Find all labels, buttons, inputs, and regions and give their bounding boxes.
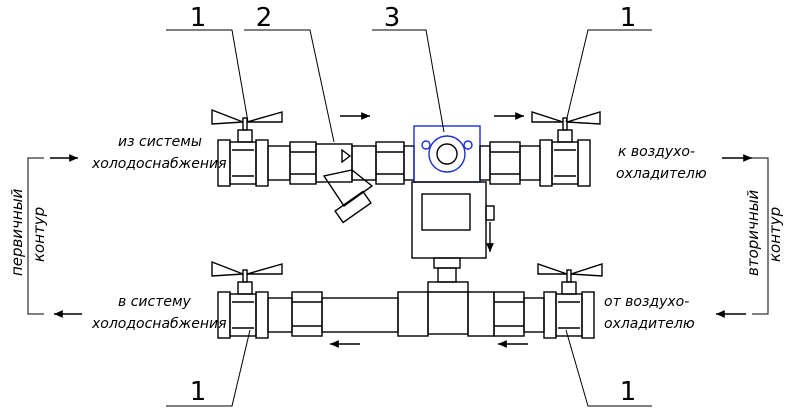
- pump-to-bypass-connector: [433, 257, 461, 283]
- label-to-system-2: холодоснабжения: [91, 316, 227, 332]
- leader-lines: [166, 29, 652, 407]
- flow-labels: из системы холодоснабжения в систему хол…: [8, 134, 784, 332]
- label-to-cooler-1: к воздухо-: [618, 144, 695, 160]
- label-to-cooler-2: охладителю: [616, 166, 707, 182]
- circuit-brackets: [27, 157, 769, 315]
- callout-valve-bottom-right: 1: [620, 377, 637, 407]
- callout-valve-top-right: 1: [620, 3, 637, 33]
- ball-valve-top-right: [531, 111, 601, 187]
- bypass-pipe: [321, 297, 399, 333]
- callout-valve-bottom-left: 1: [190, 377, 207, 407]
- nut-hex-top-left: [289, 141, 317, 185]
- label-primary-2: контур: [30, 207, 48, 262]
- union-nut-bottom-left: [267, 297, 293, 333]
- label-from-cooler-2: охладителю: [604, 316, 695, 332]
- top-pipe-line: [211, 108, 601, 259]
- nut-hex-top-right: [489, 141, 521, 185]
- pump-motor: [411, 181, 495, 259]
- tee-fitting: [397, 281, 495, 337]
- union-nut-top-right: [519, 145, 541, 181]
- y-strainer: [315, 143, 374, 224]
- ball-valve-bottom-right: [537, 263, 603, 339]
- label-from-system-1: из системы: [118, 134, 202, 150]
- label-to-system-1: в систему: [118, 294, 192, 310]
- callout-numbers: 1 2 3 1 1 1: [190, 3, 637, 407]
- primary-bracket: [27, 157, 44, 315]
- callout-strainer: 2: [256, 3, 273, 33]
- strainer-outlet: [351, 145, 377, 181]
- nut-hex-top-mid: [375, 141, 405, 185]
- secondary-bracket: [752, 157, 769, 315]
- label-primary-1: первичный: [8, 188, 26, 276]
- ball-valve-bottom-left: [211, 260, 283, 339]
- nut-hex-bottom-right: [493, 291, 525, 337]
- nut-hex-bottom-left: [291, 291, 323, 337]
- label-from-cooler-1: от воздухо-: [604, 294, 689, 310]
- label-secondary-1: вторичный: [744, 189, 762, 276]
- ball-valve-top-left: [211, 108, 283, 187]
- bottom-pipe-line: [211, 260, 603, 339]
- flow-arrows: [50, 112, 752, 348]
- callout-valve-top-left: 1: [190, 3, 207, 33]
- label-secondary-2: контур: [766, 207, 784, 262]
- union-nut-top-left: [267, 145, 291, 181]
- pump-head: [403, 125, 491, 183]
- union-nut-bottom-right: [523, 297, 545, 333]
- label-from-system-2: холодоснабжения: [91, 156, 227, 172]
- callout-pump: 3: [384, 3, 401, 33]
